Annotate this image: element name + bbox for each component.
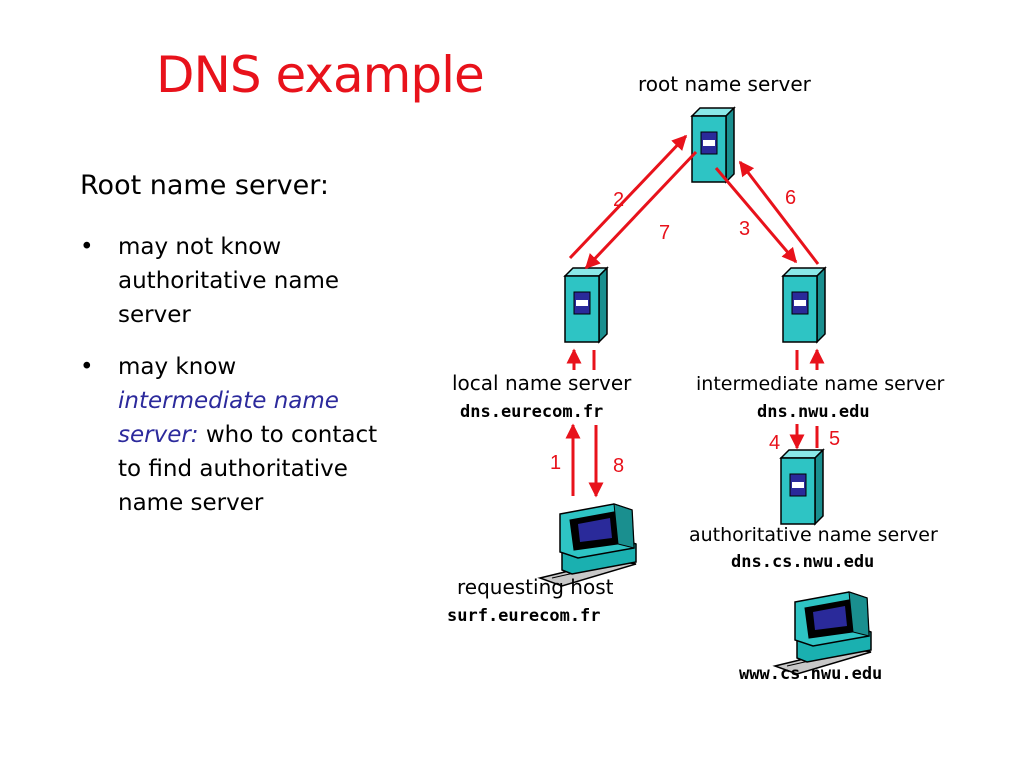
- step-label-5: 5: [829, 428, 841, 450]
- bullet-text-2-emphasis: intermediate name server:: [118, 388, 339, 448]
- bullet-item-2: • may know intermediate name server: who…: [80, 350, 380, 520]
- arrow-7: [584, 150, 698, 270]
- arrow-3: [714, 167, 798, 264]
- server-icon: [564, 267, 608, 343]
- step-label-6: 6: [785, 187, 797, 209]
- root-server-label: root name server: [638, 72, 811, 96]
- step-label-4: 4: [769, 432, 781, 454]
- authoritative-server-label: authoritative name server: [689, 524, 938, 546]
- server-icon: [782, 267, 826, 343]
- bullet-text-2-prefix: may know: [118, 354, 237, 380]
- bullet-list: • may not know authoritative name server…: [80, 230, 380, 538]
- bullet-text-2-rest: who to contact to find authoritative nam…: [118, 422, 378, 516]
- step-label-7: 7: [659, 222, 671, 244]
- bullet-marker: •: [80, 234, 94, 260]
- step-label-3: 3: [739, 218, 751, 240]
- left-heading: Root name server:: [80, 170, 329, 201]
- requesting-host-label: requesting host: [457, 575, 614, 599]
- step-label-1: 1: [550, 452, 562, 474]
- intermediate-server-label: intermediate name server: [696, 373, 945, 395]
- authoritative-server-host: dns.cs.nwu.edu: [731, 552, 875, 572]
- arrow-2: [568, 134, 688, 260]
- server-icon: [691, 107, 735, 183]
- bullet-marker: •: [80, 354, 94, 380]
- computer-icon: [774, 591, 872, 675]
- local-server-host: dns.eurecom.fr: [460, 402, 604, 422]
- step-label-8: 8: [613, 455, 625, 477]
- bullet-text-1: may not know authoritative name server: [118, 234, 340, 328]
- local-server-label: local name server: [452, 371, 632, 395]
- intermediate-server-host: dns.nwu.edu: [757, 402, 870, 422]
- server-icon: [780, 449, 824, 525]
- arrow-6: [738, 160, 820, 265]
- www-host-name: www.cs.nwu.edu: [739, 664, 883, 684]
- slide-title: DNS example: [156, 46, 485, 104]
- bullet-item-1: • may not know authoritative name server: [80, 230, 380, 332]
- step-label-2: 2: [613, 189, 625, 211]
- requesting-host-name: surf.eurecom.fr: [447, 606, 601, 626]
- computer-icon: [539, 503, 637, 587]
